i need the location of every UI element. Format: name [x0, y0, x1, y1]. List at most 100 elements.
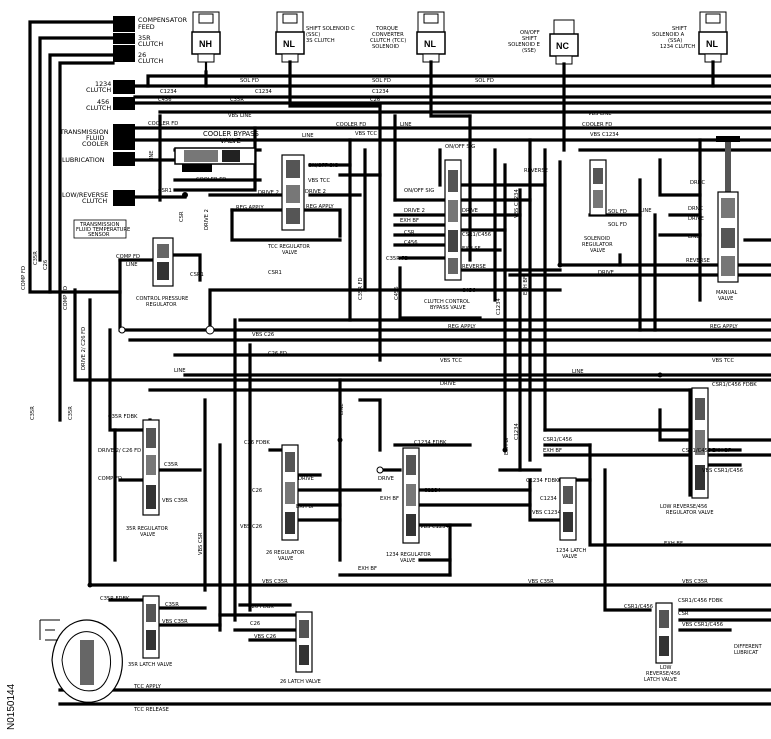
- svg-text:LINE: LINE: [688, 234, 700, 240]
- svg-text:SOL FD: SOL FD: [240, 78, 259, 84]
- svg-text:COMP FD: COMP FD: [21, 266, 27, 290]
- svg-text:DRNC: DRNC: [690, 180, 705, 186]
- svg-text:EXH BF: EXH BF: [296, 504, 315, 510]
- svg-text:DRIVE 2: DRIVE 2: [404, 208, 425, 214]
- svg-text:DRIVE: DRIVE: [462, 208, 478, 214]
- svg-text:VBS TCC: VBS TCC: [308, 178, 330, 184]
- svg-text:LINE: LINE: [640, 208, 652, 214]
- solenoid-2-tag: NL: [283, 39, 295, 49]
- svg-text:VBS C26: VBS C26: [252, 332, 274, 338]
- svg-text:VBS TCC: VBS TCC: [712, 358, 734, 364]
- port-lubrication: LUBRICATION: [62, 156, 105, 164]
- svg-text:REVERSE: REVERSE: [686, 258, 710, 264]
- svg-text:C1234: C1234: [372, 89, 390, 95]
- svg-text:C35R: C35R: [165, 602, 179, 608]
- svg-text:DRIVE: DRIVE: [298, 476, 314, 482]
- svg-text:DRNC: DRNC: [688, 206, 703, 212]
- svg-text:REG APPLY: REG APPLY: [448, 324, 477, 330]
- svg-text:EXH BF: EXH BF: [523, 276, 529, 295]
- svg-text:VBS C26: VBS C26: [240, 524, 262, 530]
- svg-text:LINE: LINE: [339, 403, 345, 415]
- latch-26-valve: 26 LATCH VALVE: [280, 611, 321, 685]
- svg-text:REG APPLY: REG APPLY: [306, 204, 335, 210]
- svg-text:VBS CSR: VBS CSR: [198, 532, 204, 555]
- solenoid-1: NH: [191, 11, 221, 72]
- svg-text:COMP FD: COMP FD: [98, 476, 122, 482]
- figure-code: N0150144: [6, 683, 17, 730]
- svg-text:EXH BF: EXH BF: [504, 436, 510, 455]
- solenoid-5-tag: NL: [706, 39, 718, 49]
- svg-text:CSR1/C456: CSR1/C456: [682, 448, 711, 454]
- svg-text:DRIVE: DRIVE: [688, 216, 704, 222]
- svg-text:C26: C26: [250, 621, 260, 627]
- svg-text:VBS TCC: VBS TCC: [355, 131, 377, 137]
- svg-text:TCC APPLY: TCC APPLY: [133, 684, 162, 690]
- svg-text:DRIVE 2: DRIVE 2: [305, 189, 326, 195]
- svg-text:VBS C26: VBS C26: [254, 634, 276, 640]
- svg-text:REG APPLY: REG APPLY: [236, 205, 265, 211]
- svg-text:C35R FD: C35R FD: [358, 278, 364, 300]
- svg-text:COMP FD: COMP FD: [63, 286, 69, 310]
- svg-text:DRIVE: DRIVE: [440, 381, 456, 387]
- svg-text:C1234: C1234: [514, 422, 520, 440]
- svg-text:C456: C456: [394, 286, 400, 300]
- svg-text:C35R: C35R: [230, 97, 244, 103]
- svg-text:C35R: C35R: [33, 251, 39, 265]
- svg-text:C1234: C1234: [255, 89, 273, 95]
- svg-text:VBS C1234: VBS C1234: [420, 524, 449, 530]
- svg-text:SOL FD: SOL FD: [608, 209, 627, 215]
- svg-text:EXH BF: EXH BF: [400, 218, 419, 224]
- svg-text:DRIVE: DRIVE: [378, 476, 394, 482]
- svg-text:TCC RELEASE: TCC RELEASE: [133, 707, 169, 713]
- svg-text:CSR1/C456: CSR1/C456: [543, 437, 572, 443]
- svg-text:REVERSE: REVERSE: [524, 168, 548, 174]
- svg-text:SOL FD: SOL FD: [475, 78, 494, 84]
- svg-text:CSR1/C456 FDBK: CSR1/C456 FDBK: [712, 382, 757, 388]
- svg-text:LINE: LINE: [302, 133, 314, 139]
- svg-text:C456: C456: [404, 240, 418, 246]
- svg-text:CSR1: CSR1: [268, 270, 282, 276]
- svg-text:VBS C35R: VBS C35R: [162, 498, 188, 504]
- svg-text:C26 FDBK: C26 FDBK: [244, 440, 270, 446]
- svg-text:LINE: LINE: [149, 150, 155, 162]
- svg-text:DRIVE 2: DRIVE 2: [204, 209, 210, 230]
- svg-text:C456: C456: [158, 97, 172, 103]
- svg-text:C26 FDBK: C26 FDBK: [248, 604, 274, 610]
- svg-text:SOL FD: SOL FD: [608, 222, 627, 228]
- svg-text:VBS LINE: VBS LINE: [588, 111, 612, 117]
- svg-text:VBS C35R: VBS C35R: [528, 579, 554, 585]
- svg-text:CSR: CSR: [678, 611, 689, 617]
- svg-text:COOLER FD: COOLER FD: [336, 122, 366, 128]
- svg-text:C26: C26: [370, 97, 380, 103]
- svg-text:C35R: C35R: [30, 406, 36, 420]
- svg-text:CSR: CSR: [404, 230, 415, 236]
- svg-text:C26 FD: C26 FD: [268, 351, 287, 357]
- svg-text:REG APPLY: REG APPLY: [710, 324, 739, 330]
- svg-text:VBS C1234: VBS C1234: [532, 510, 561, 516]
- svg-text:CSR1/C456 FDBK: CSR1/C456 FDBK: [678, 598, 723, 604]
- svg-text:26 LATCH VALVE: 26 LATCH VALVE: [280, 679, 321, 685]
- svg-text:VBS CSR1/C456: VBS CSR1/C456: [702, 468, 743, 474]
